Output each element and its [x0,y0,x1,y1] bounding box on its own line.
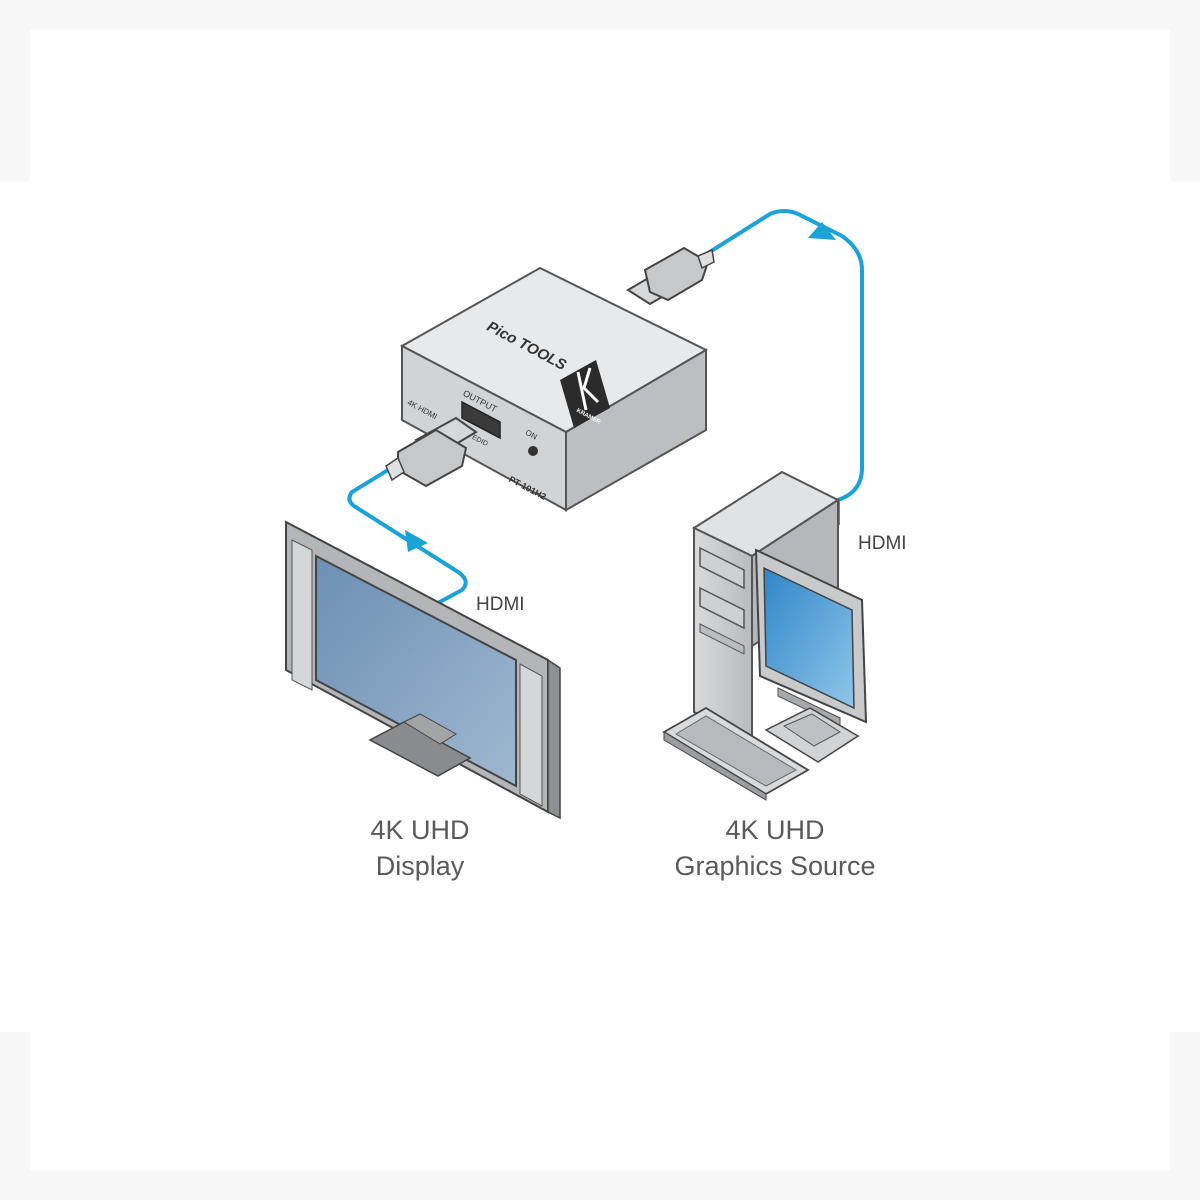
display-caption-line1: 4K UHD [370,815,470,845]
source-caption-line1: 4K UHD [725,815,825,845]
display-hdmi-cable [347,468,468,606]
display-caption-line2: Display [375,851,465,881]
uhd-display-illustration [285,520,561,820]
hdmi-output-port-icon [461,400,501,440]
hdmi-connector-bottom-icon [385,416,478,488]
source-hdmi-cable [703,209,864,525]
graphics-source-computer [662,470,868,801]
source-caption-line2: Graphics Source [674,851,876,881]
source-cable-arrow-icon [808,222,836,240]
pico-tools-device [399,266,709,512]
display-cable-arrow-icon [405,530,428,552]
display-cable-label: HDMI [476,594,525,615]
hdmi-connector-top-icon [626,246,715,306]
display-caption: 4K UHD Display [320,812,520,884]
source-cable-label: HDMI [858,533,907,554]
source-caption: 4K UHD Graphics Source [640,812,910,884]
power-led-icon [528,446,538,456]
kramer-logo-icon [560,360,610,428]
